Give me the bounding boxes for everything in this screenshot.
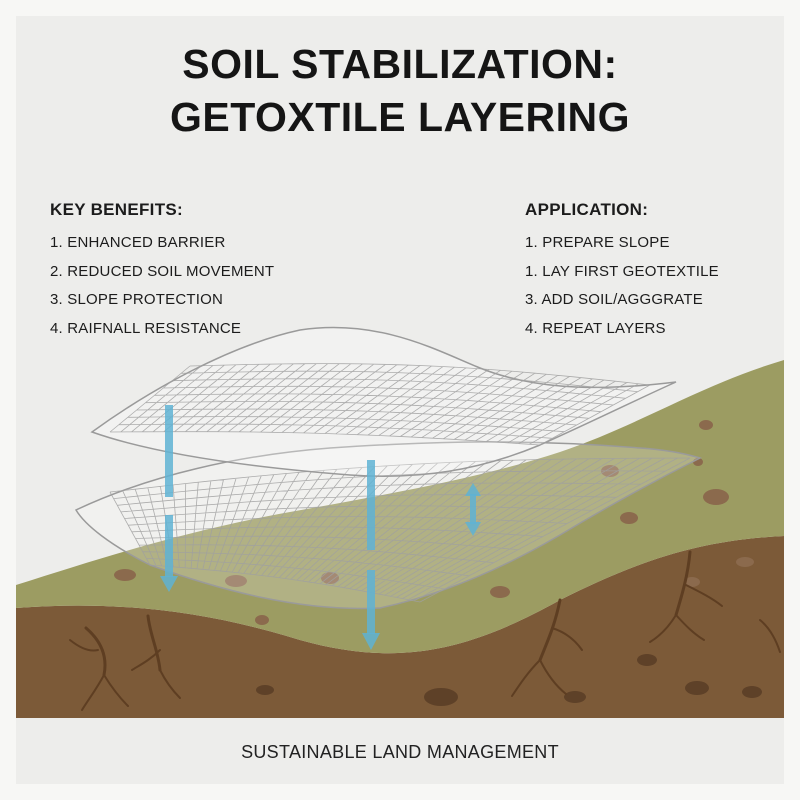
benefit-item: 3. SLOPE PROTECTION	[50, 291, 224, 308]
application-step: 3. ADD SOIL/AGGGRATE	[525, 291, 703, 308]
footer-caption: SUSTAINABLE LAND MANAGEMENT	[241, 742, 559, 762]
page-title: SOIL STABILIZATION: GETOXTILE LAYERING	[0, 38, 800, 144]
benefits-list: 1. ENHANCED BARRIER 2. REDUCED SOIL MOVE…	[50, 229, 274, 343]
arrow-shaft-right	[470, 494, 476, 524]
soil-layer	[16, 536, 784, 718]
benefit-item: 2. REDUCED SOIL MOVEMENT	[50, 262, 275, 280]
arrow-head-right-down	[465, 522, 481, 536]
arrow-head-left	[160, 576, 178, 592]
application-step: 4. REPEAT LAYERS	[525, 319, 666, 337]
arrow-shaft-middle-lower	[367, 570, 375, 634]
grass-slope	[16, 360, 784, 654]
arrow-shaft-left-upper	[165, 405, 173, 497]
application-list: 1. PREPARE SLOPE 1. LAY FIRST GEOTEXTILE…	[525, 229, 719, 343]
title-line-2: GETOXTILE LAYERING	[169, 94, 631, 140]
arrow-shaft-middle-upper	[367, 460, 375, 550]
benefit-item: 1. ENHANCED BARRIER	[50, 234, 226, 251]
arrow-shaft-left-lower	[165, 515, 173, 577]
benefit-item: 4. RAIFNALL RESISTANCE	[50, 319, 242, 337]
application-step: 1. LAY FIRST GEOTEXTILE	[525, 262, 719, 280]
application-heading: APPLICATION:	[525, 200, 649, 219]
arrow-head-middle	[362, 633, 380, 650]
arrow-head-right-up	[465, 483, 481, 496]
title-line-1: SOIL STABILIZATION:	[182, 41, 618, 87]
plant-roots	[69, 550, 781, 711]
geotextile-upper-layer	[90, 326, 677, 477]
soil-stones	[256, 654, 762, 706]
grass-pebbles	[114, 420, 754, 625]
application-step: 1. PREPARE SLOPE	[525, 234, 670, 251]
water-flow-arrows	[160, 405, 481, 650]
geotextile-lower-layer	[74, 441, 703, 610]
benefits-heading: KEY BENEFITS:	[50, 200, 183, 219]
